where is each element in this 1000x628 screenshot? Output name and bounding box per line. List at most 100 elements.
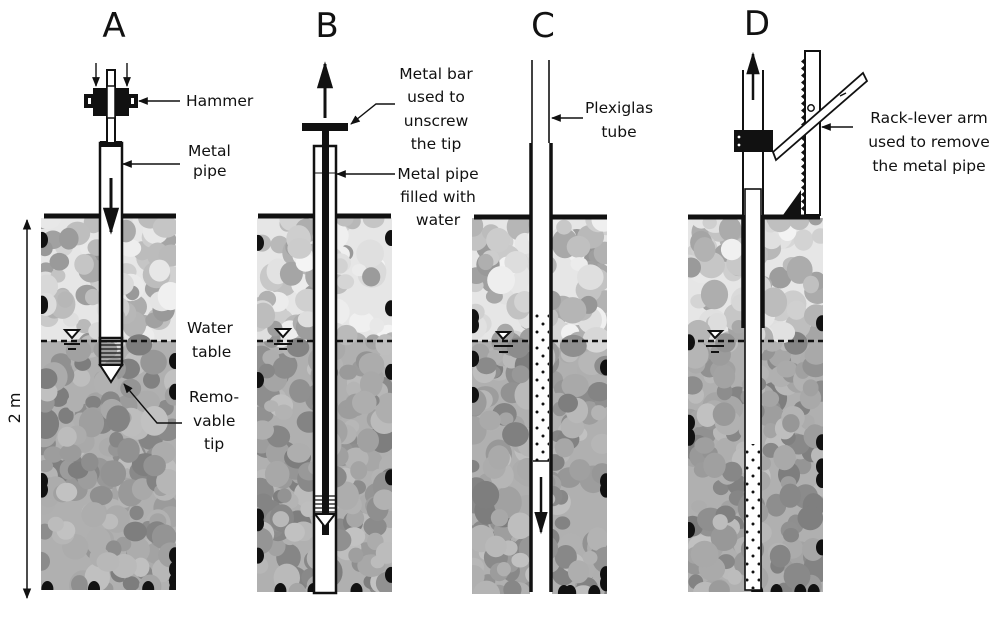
soil-grain: [41, 459, 54, 473]
soil-grain: [169, 383, 176, 400]
soil-grain: [769, 544, 791, 568]
soil-grain: [257, 547, 264, 564]
soil-grain: [803, 275, 819, 294]
soil-grain: [688, 376, 703, 395]
soil-grain: [710, 524, 738, 551]
soil-grain: [688, 522, 695, 538]
soil-grain: [56, 482, 78, 502]
soil-grain: [287, 443, 311, 463]
soil-grain: [479, 410, 501, 431]
soil-grain: [816, 315, 823, 332]
soil-grain: [336, 274, 355, 290]
soil-grain: [808, 218, 823, 226]
soil-grain: [688, 429, 695, 446]
soil-grain: [74, 254, 94, 275]
soil-grain: [591, 218, 607, 232]
soil-grain: [816, 458, 823, 475]
soil-grain: [152, 218, 176, 238]
soil-grain: [587, 382, 607, 402]
label-plexiglas-tube: Plexiglas: [585, 99, 653, 117]
soil-grain: [558, 297, 587, 324]
soil-grain: [350, 583, 363, 592]
soil-grain: [554, 438, 575, 458]
soil-grain: [472, 218, 484, 237]
soil-grain: [66, 394, 84, 412]
soil-grain: [472, 317, 479, 334]
soil-grain: [566, 235, 591, 258]
soil-grain: [707, 312, 727, 334]
water-table-icon: [706, 330, 725, 353]
soil-grain: [289, 379, 311, 403]
soil-sample-core: [533, 314, 549, 461]
label-metal-pipe: Metal pipe: [397, 165, 478, 183]
soil-grain: [58, 407, 74, 424]
soil-grain: [558, 393, 578, 413]
label-metal-bar: used to: [407, 88, 465, 106]
screw-threads: [101, 344, 121, 362]
scale-bar-label: 2 m: [5, 393, 24, 424]
label-rack-lever-arm: used to remove: [868, 133, 990, 151]
soil-grain: [375, 542, 392, 564]
soil-grain: [496, 562, 511, 577]
soil-grain: [286, 337, 310, 358]
soil-grain: [385, 363, 392, 380]
soil-grain: [297, 311, 318, 328]
label-metal-pipe: pipe: [193, 162, 227, 180]
soil-grain: [362, 267, 381, 287]
pipe-clamp: [734, 130, 773, 152]
soil-grain: [257, 372, 264, 388]
soil-grain: [275, 404, 293, 420]
soil-grain: [504, 251, 529, 274]
soil-grain: [385, 230, 392, 246]
soil-grain: [472, 459, 480, 473]
soil-grain: [786, 300, 807, 320]
soil-grain: [600, 359, 607, 376]
soil-grain: [85, 527, 111, 556]
soil-grain: [511, 552, 530, 568]
label-water-table: table: [192, 343, 231, 361]
soil-grain: [88, 581, 100, 590]
soil-grain: [789, 218, 810, 230]
soil-grain: [554, 516, 571, 530]
soil-grain: [356, 239, 384, 268]
soil-grain: [129, 505, 144, 521]
scale-bar: 2 m: [5, 218, 32, 600]
soil-grain: [157, 282, 176, 311]
soil-grain: [708, 580, 730, 592]
soil-grain: [257, 420, 274, 440]
soil-grain: [694, 437, 715, 454]
soil-grain: [487, 266, 515, 295]
soil-grain: [363, 516, 387, 537]
soil-grain: [490, 509, 509, 527]
soil-grain: [257, 527, 273, 555]
soil-grain: [503, 580, 522, 594]
soil-grain: [472, 480, 500, 509]
soil-grain: [358, 352, 385, 377]
callout-arrow-icon: [123, 383, 182, 424]
soil-grain: [564, 585, 577, 594]
soil-grain: [373, 489, 392, 510]
soil-grain: [727, 569, 742, 585]
soil-grain: [506, 337, 530, 359]
soil-grain: [106, 405, 130, 433]
soil-grain: [762, 232, 782, 250]
soil-grain: [693, 237, 716, 262]
soil-grain: [721, 461, 743, 482]
soil-grain: [362, 218, 385, 229]
label-metal-bar: unscrew: [404, 112, 469, 130]
removable-tip: [98, 364, 124, 384]
panel-b: B Metal bar used to unscrew the tip M: [257, 6, 479, 595]
soil-grain: [352, 390, 377, 415]
soil-grain: [588, 585, 601, 594]
soil-grain: [279, 261, 303, 286]
hammer: [84, 85, 138, 119]
soil-grain: [85, 288, 101, 306]
panel-letter-c: C: [531, 6, 555, 46]
soil-grain: [169, 547, 176, 564]
soil-grain: [57, 426, 77, 447]
soil-grain: [156, 469, 176, 495]
soil-grain: [779, 483, 801, 508]
soil-grain: [688, 334, 695, 351]
soil-grain: [793, 229, 814, 251]
soil-grain: [41, 274, 58, 299]
